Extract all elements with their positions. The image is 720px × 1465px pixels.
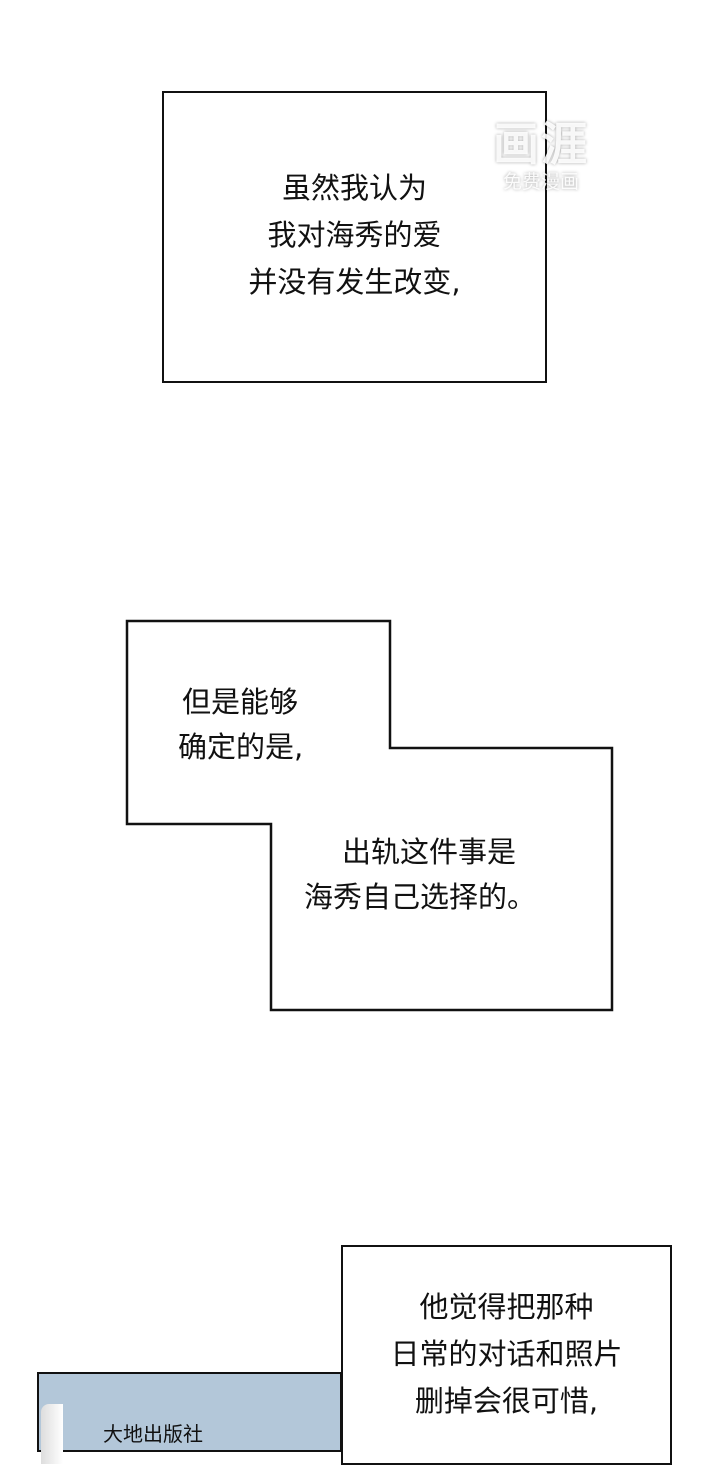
- paper-object: [41, 1404, 63, 1464]
- caption-line: 虽然我认为: [281, 171, 427, 205]
- caption-line: 出轨这件事是: [342, 835, 517, 869]
- caption-1-text: 虽然我认为 我对海秀的爱 并没有发生改变,: [162, 165, 547, 306]
- caption-2-bottom-text: 出轨这件事是 海秀自己选择的。: [304, 829, 536, 921]
- caption-line: 但是能够: [182, 685, 299, 719]
- caption-line: 删掉会很可惜,: [414, 1384, 599, 1418]
- caption-line: 他觉得把那种: [419, 1290, 594, 1324]
- watermark: 画涯 免费漫画: [476, 118, 606, 194]
- publisher-sign: 大地出版社: [103, 1422, 203, 1446]
- caption-line: 确定的是,: [178, 730, 304, 764]
- caption-line: 并没有发生改变,: [248, 265, 461, 299]
- caption-line: 日常的对话和照片: [390, 1337, 623, 1371]
- watermark-caption: 免费漫画: [502, 171, 579, 193]
- scene-panel: 大地出版社: [37, 1372, 342, 1464]
- caption-2-top-text: 但是能够 确定的是,: [178, 679, 303, 771]
- caption-line: 我对海秀的爱: [267, 218, 442, 252]
- caption-line: 海秀自己选择的。: [304, 880, 537, 914]
- caption-box-1: [162, 91, 547, 383]
- caption-3-text: 他觉得把那种 日常的对话和照片 删掉会很可惜,: [341, 1284, 672, 1425]
- caption-box-3: [341, 1245, 672, 1465]
- watermark-logo: 画涯: [493, 117, 589, 171]
